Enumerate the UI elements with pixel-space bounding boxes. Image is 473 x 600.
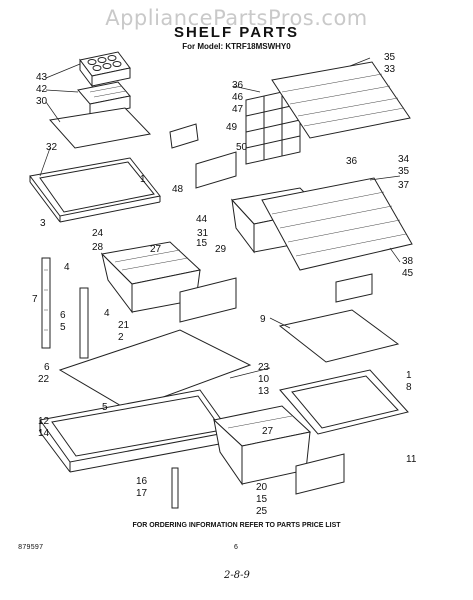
callout-10: 10	[258, 374, 270, 385]
callout-5b: 5	[102, 402, 108, 413]
document-number: 879597	[18, 544, 44, 552]
callout-22: 22	[38, 374, 50, 385]
callout-6b: 6	[44, 362, 50, 373]
callout-36b: 36	[346, 156, 358, 167]
callout-17: 17	[136, 488, 148, 499]
callout-27a: 27	[150, 244, 162, 255]
right-glass-shelf	[278, 309, 400, 363]
dairy-hinge	[169, 123, 199, 149]
right-shelf-frame	[279, 369, 409, 435]
callout-25: 25	[256, 506, 268, 517]
callout-8: 8	[406, 382, 412, 393]
pan-cover-45	[335, 273, 373, 303]
lower-shelf-frame	[39, 389, 231, 473]
callout-3: 3	[40, 218, 46, 229]
callout-9: 9	[260, 314, 266, 325]
upper-glass-shelf	[49, 107, 152, 149]
door-bin-stack	[245, 87, 301, 165]
callout-38: 38	[402, 256, 414, 267]
callout-32: 32	[46, 142, 58, 153]
callout-28: 28	[92, 242, 104, 253]
callout-5a: 5	[60, 322, 66, 333]
callout-1b: 1	[406, 370, 412, 381]
dairy-door	[195, 151, 237, 189]
callout-42: 42	[36, 84, 48, 95]
callout-43: 43	[36, 72, 48, 83]
callout-16: 16	[136, 476, 148, 487]
callout-50: 50	[236, 142, 248, 153]
model-line: For Model: KTRF18MSWHY0	[182, 42, 291, 51]
callout-30: 30	[36, 96, 48, 107]
handwritten-note: 2-8-9	[224, 570, 250, 581]
callout-34: 34	[398, 154, 410, 165]
callout-21: 21	[118, 320, 130, 331]
callout-1a: 1	[140, 174, 146, 185]
callout-6a: 6	[60, 310, 66, 321]
callout-15a: 15	[196, 238, 208, 249]
callout-47: 47	[232, 104, 244, 115]
callout-37: 37	[398, 180, 410, 191]
callout-24: 24	[92, 228, 104, 239]
callout-44: 44	[196, 214, 208, 225]
callout-7: 7	[32, 294, 38, 305]
callout-36a: 36	[232, 80, 244, 91]
callout-4b: 4	[104, 308, 110, 319]
callout-4a: 4	[64, 262, 70, 273]
callout-46: 46	[232, 92, 244, 103]
callout-14: 14	[38, 428, 50, 439]
wire-shelf-lower	[261, 177, 413, 271]
callout-27b: 27	[262, 426, 274, 437]
shelf-ladder-rails	[41, 257, 89, 359]
callout-29: 29	[215, 244, 227, 255]
callout-31: 31	[197, 228, 209, 239]
callout-49: 49	[226, 122, 238, 133]
crisper-front-upper	[179, 277, 237, 323]
watermark-text: AppliancePartsPros.com	[105, 6, 368, 30]
egg-tray	[79, 51, 131, 88]
callout-35b: 35	[398, 166, 410, 177]
callout-45: 45	[402, 268, 414, 279]
egg-bin	[77, 81, 131, 117]
callout-48: 48	[172, 184, 184, 195]
page-number: 6	[234, 544, 238, 551]
crisper-drawer-lower	[212, 405, 312, 486]
callout-33: 33	[384, 64, 396, 75]
wire-shelf-upper	[271, 61, 411, 139]
upper-shelf-frame	[29, 157, 161, 223]
crisper-front-lower	[295, 453, 345, 495]
leveling-leg	[171, 467, 179, 509]
leader-lines	[39, 57, 401, 379]
callout-15b: 15	[256, 494, 268, 505]
ordering-note: FOR ORDERING INFORMATION REFER TO PARTS …	[132, 522, 341, 529]
callout-13: 13	[258, 386, 270, 397]
callout-35a: 35	[384, 52, 396, 63]
callout-20: 20	[256, 482, 268, 493]
diagram-title: SHELF PARTS	[173, 24, 300, 41]
crisper-cover-glass	[58, 329, 252, 411]
callout-23: 23	[258, 362, 270, 373]
callout-11: 11	[406, 454, 417, 465]
callout-2: 2	[118, 332, 124, 343]
callout-12: 12	[38, 416, 50, 427]
